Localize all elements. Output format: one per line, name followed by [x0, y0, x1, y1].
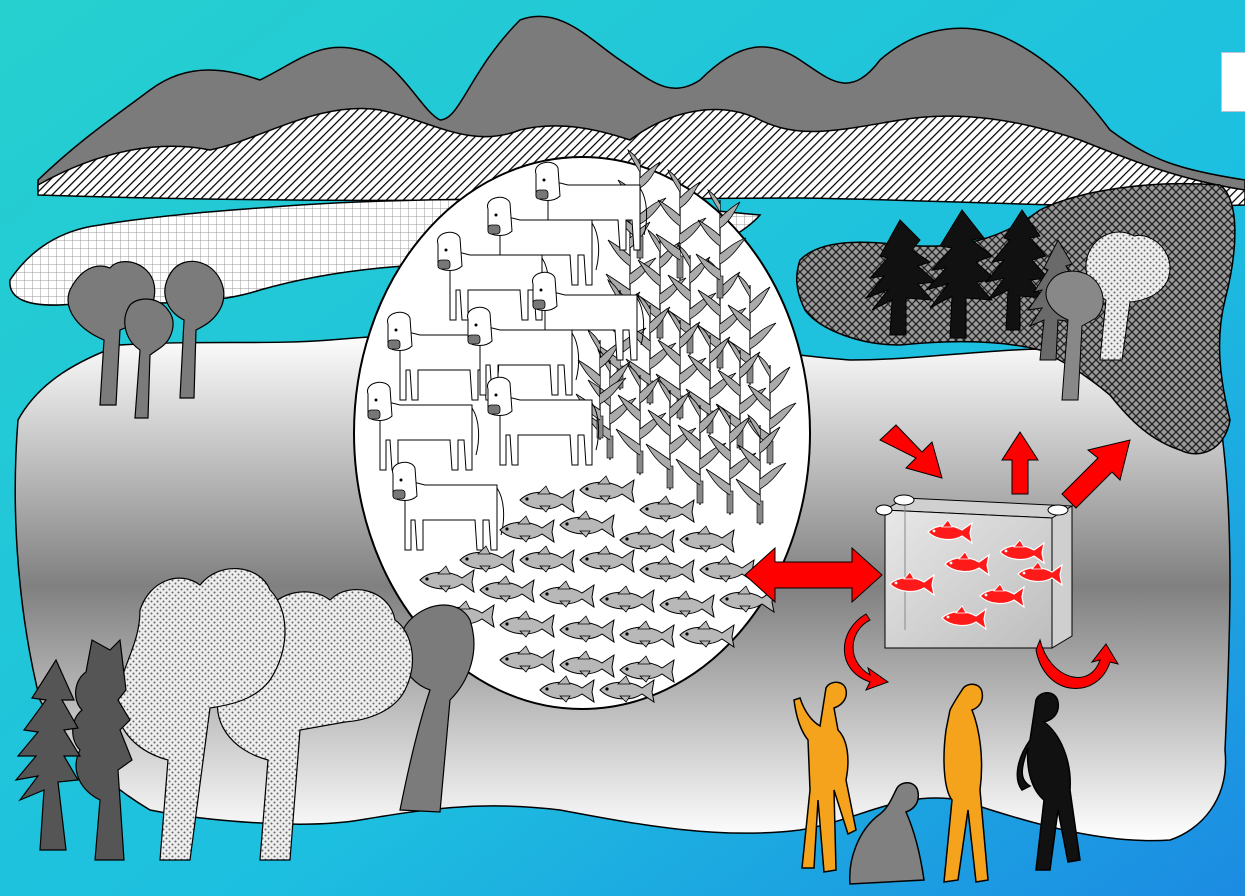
slide-title-fragment: [1221, 52, 1245, 112]
left-plateau-trees: [67, 260, 225, 419]
foreground-trees: [14, 568, 475, 861]
arrow-up: [1001, 431, 1039, 495]
mountain-range: [37, 15, 1245, 208]
aquaculture-tank: [875, 494, 1074, 649]
curved-arrow-right: [1035, 638, 1120, 689]
person-seated: [849, 782, 925, 885]
people-group: [793, 681, 1081, 885]
arrow-out: [1061, 439, 1131, 509]
person-right: [1016, 692, 1081, 871]
person-middle: [943, 683, 989, 883]
arrow-in: [879, 424, 943, 479]
evergreen-trees: [864, 209, 1171, 401]
hatched-ridge: [37, 107, 1245, 208]
curved-arrow-left: [844, 613, 890, 691]
red-arrows: [744, 424, 1131, 691]
double-arrow: [744, 546, 883, 604]
person-left: [793, 681, 857, 873]
